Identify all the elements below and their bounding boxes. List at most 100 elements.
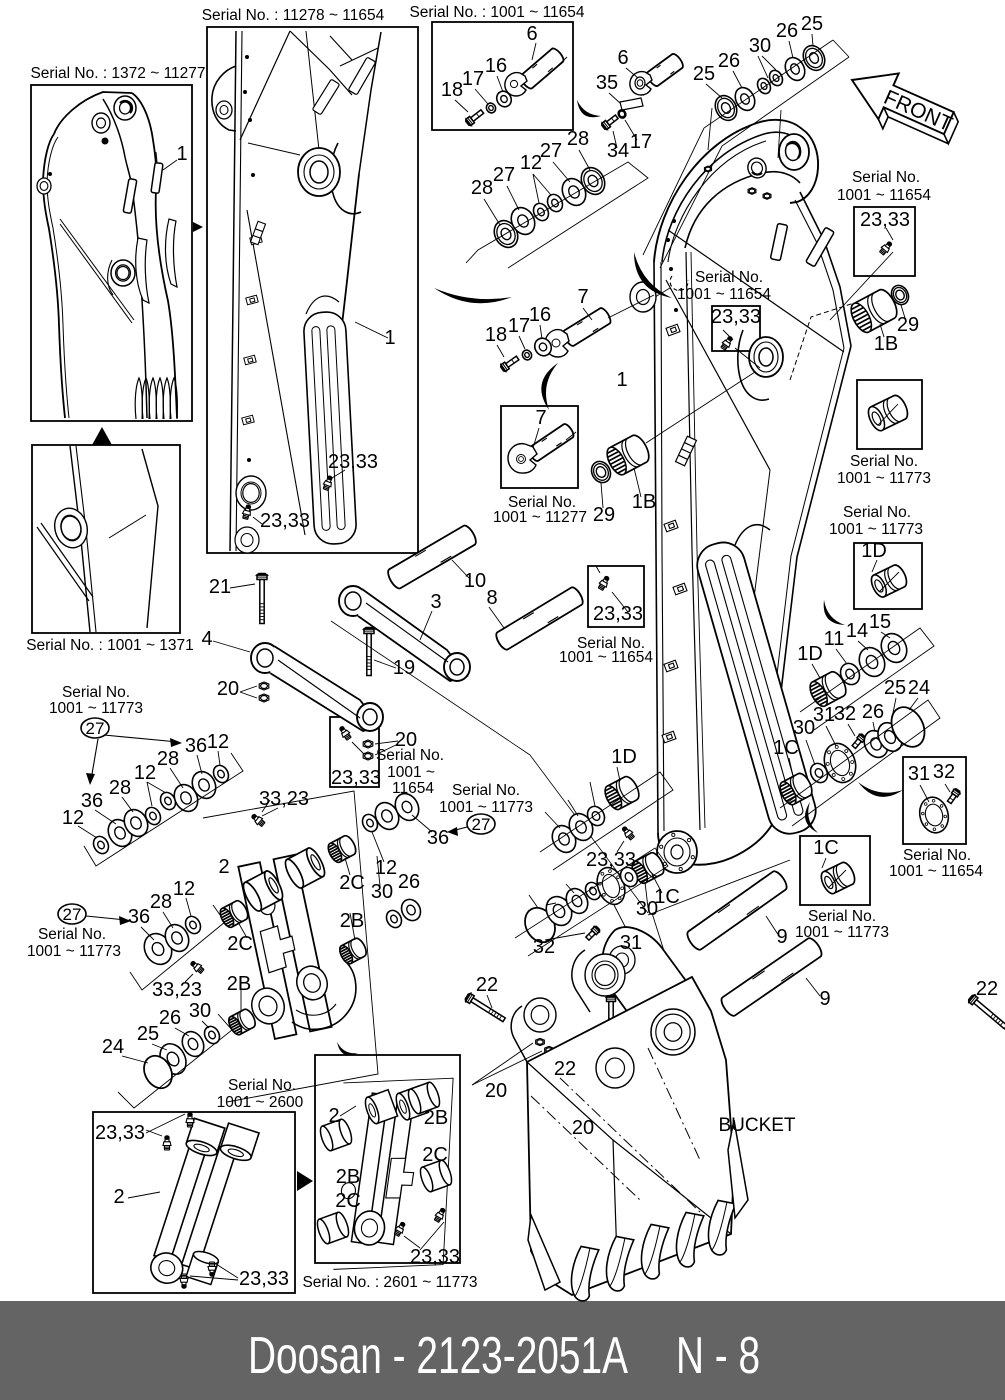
svg-text:29: 29 — [593, 504, 615, 526]
svg-text:20: 20 — [217, 678, 239, 700]
svg-text:32: 32 — [933, 761, 955, 783]
svg-text:36: 36 — [81, 790, 103, 812]
svg-text:12: 12 — [375, 857, 397, 879]
svg-text:30: 30 — [636, 898, 658, 920]
svg-text:Serial No.: Serial No. — [228, 1077, 296, 1094]
svg-text:26: 26 — [398, 871, 420, 893]
svg-text:18: 18 — [485, 324, 507, 346]
svg-text:17: 17 — [630, 131, 652, 153]
svg-text:1B: 1B — [874, 333, 898, 355]
svg-text:1001 ~ 11654: 1001 ~ 11654 — [889, 863, 983, 880]
svg-text:6: 6 — [617, 47, 628, 69]
svg-text:1001 ~ 11773: 1001 ~ 11773 — [829, 521, 923, 538]
svg-text:1001 ~ 11654: 1001 ~ 11654 — [837, 187, 931, 204]
svg-text:36: 36 — [185, 735, 207, 757]
svg-text:17: 17 — [462, 68, 484, 90]
svg-text:Serial No.: Serial No. — [508, 494, 576, 511]
svg-text:27: 27 — [472, 815, 491, 834]
svg-text:27: 27 — [493, 164, 515, 186]
svg-text:32: 32 — [533, 936, 555, 958]
svg-text:2B: 2B — [227, 973, 251, 995]
svg-text:23,33: 23,33 — [586, 849, 636, 871]
svg-text:2: 2 — [218, 856, 229, 878]
svg-text:23,33: 23,33 — [593, 603, 643, 625]
svg-text:1001 ~ 11773: 1001 ~ 11773 — [795, 924, 889, 941]
svg-text:Serial No.: Serial No. — [577, 635, 645, 652]
svg-text:Serial No.: Serial No. — [903, 847, 971, 864]
svg-text:1C: 1C — [813, 837, 839, 859]
svg-text:31: 31 — [813, 704, 835, 726]
svg-text:9: 9 — [776, 926, 787, 948]
svg-text:36: 36 — [128, 906, 150, 928]
svg-text:26: 26 — [862, 701, 884, 723]
svg-text:1C: 1C — [654, 886, 680, 908]
svg-text:34: 34 — [607, 140, 629, 162]
svg-text:23,33: 23,33 — [328, 451, 378, 473]
svg-text:2B: 2B — [424, 1107, 448, 1129]
svg-text:Serial No.: Serial No. — [850, 453, 918, 470]
svg-text:2C: 2C — [227, 933, 253, 955]
svg-text:Serial No.: Serial No. — [852, 169, 920, 186]
svg-text:22: 22 — [554, 1058, 576, 1080]
svg-text:Serial No.: Serial No. — [695, 269, 763, 286]
svg-text:1001 ~ 11773: 1001 ~ 11773 — [27, 943, 121, 960]
svg-text:20: 20 — [395, 729, 417, 751]
svg-text:2C: 2C — [339, 872, 365, 894]
svg-text:1001 ~ 11773: 1001 ~ 11773 — [439, 799, 533, 816]
svg-text:28: 28 — [150, 891, 172, 913]
svg-text:1001 ~ 11654: 1001 ~ 11654 — [559, 649, 653, 666]
svg-text:Serial No. : 1001 ~ 1371: Serial No. : 1001 ~ 1371 — [26, 637, 194, 654]
svg-text:2B: 2B — [336, 1166, 360, 1188]
svg-text:23,33: 23,33 — [711, 306, 761, 328]
svg-text:24: 24 — [908, 677, 930, 699]
svg-text:1D: 1D — [611, 746, 637, 768]
svg-text:18: 18 — [441, 79, 463, 101]
svg-text:Serial No. : 11278 ~ 11654: Serial No. : 11278 ~ 11654 — [202, 7, 385, 24]
svg-text:21: 21 — [209, 576, 231, 598]
svg-text:6: 6 — [526, 23, 537, 45]
svg-text:7: 7 — [535, 407, 546, 429]
svg-text:28: 28 — [471, 177, 493, 199]
svg-text:Serial No. : 1372 ~ 11277: Serial No. : 1372 ~ 11277 — [30, 65, 205, 82]
svg-text:4: 4 — [201, 628, 212, 650]
svg-text:BUCKET: BUCKET — [718, 1115, 795, 1136]
svg-text:Serial No.: Serial No. — [843, 504, 911, 521]
svg-text:30: 30 — [793, 717, 815, 739]
svg-text:30: 30 — [749, 35, 771, 57]
svg-text:26: 26 — [159, 1007, 181, 1029]
svg-text:22: 22 — [976, 978, 998, 1000]
svg-text:N - 8: N - 8 — [676, 1327, 760, 1385]
svg-text:28: 28 — [109, 777, 131, 799]
svg-text:Serial No.: Serial No. — [376, 747, 444, 764]
svg-text:1: 1 — [176, 143, 187, 165]
svg-text:Serial No.: Serial No. — [62, 684, 130, 701]
svg-text:36: 36 — [427, 827, 449, 849]
svg-text:2C: 2C — [335, 1190, 361, 1212]
svg-text:2: 2 — [113, 1186, 124, 1208]
svg-text:Doosan - 2123-2051A: Doosan - 2123-2051A — [248, 1327, 628, 1385]
svg-text:11: 11 — [824, 628, 845, 650]
svg-text:35: 35 — [596, 72, 618, 94]
svg-text:31: 31 — [620, 932, 642, 954]
svg-text:20: 20 — [572, 1117, 594, 1139]
svg-text:8: 8 — [486, 587, 497, 609]
svg-text:15: 15 — [869, 611, 891, 633]
svg-text:1: 1 — [616, 369, 627, 391]
svg-text:27: 27 — [63, 905, 82, 924]
svg-text:Serial No.: Serial No. — [38, 926, 106, 943]
svg-text:31: 31 — [908, 763, 930, 785]
svg-text:30: 30 — [189, 1000, 211, 1022]
svg-text:29: 29 — [897, 314, 919, 336]
svg-text:26: 26 — [718, 50, 740, 72]
svg-text:Serial No.: Serial No. — [452, 782, 520, 799]
svg-text:2B: 2B — [340, 910, 364, 932]
svg-text:Serial No. : 1001 ~ 11654: Serial No. : 1001 ~ 11654 — [409, 4, 584, 21]
svg-text:16: 16 — [485, 55, 507, 77]
svg-text:1001 ~ 11773: 1001 ~ 11773 — [49, 700, 143, 717]
svg-text:1001 ~ 2600: 1001 ~ 2600 — [217, 1094, 304, 1111]
svg-text:9: 9 — [819, 988, 830, 1010]
svg-text:22: 22 — [476, 974, 498, 996]
svg-text:23,33: 23,33 — [331, 767, 381, 789]
svg-text:12: 12 — [207, 731, 229, 753]
svg-text:11654: 11654 — [392, 780, 434, 797]
